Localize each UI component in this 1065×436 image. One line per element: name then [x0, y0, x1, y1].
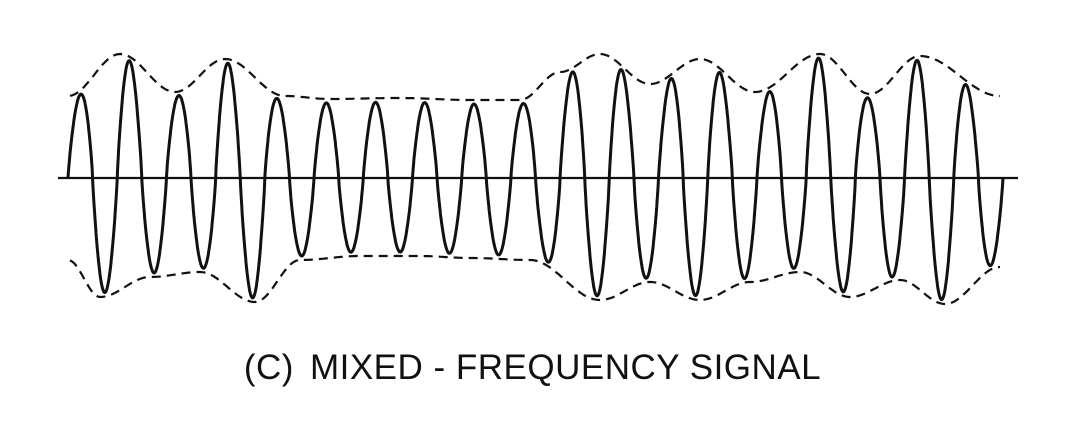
lower-envelope-dashed	[69, 254, 1001, 306]
upper-envelope-dashed	[69, 52, 1001, 102]
figure-title: MIXED - FREQUENCY SIGNAL	[309, 348, 822, 387]
mixed-frequency-signal-wave	[66, 56, 1005, 302]
figure-caption: (C) MIXED - FREQUENCY SIGNAL	[0, 348, 1065, 388]
figure-label: (C)	[243, 348, 294, 387]
